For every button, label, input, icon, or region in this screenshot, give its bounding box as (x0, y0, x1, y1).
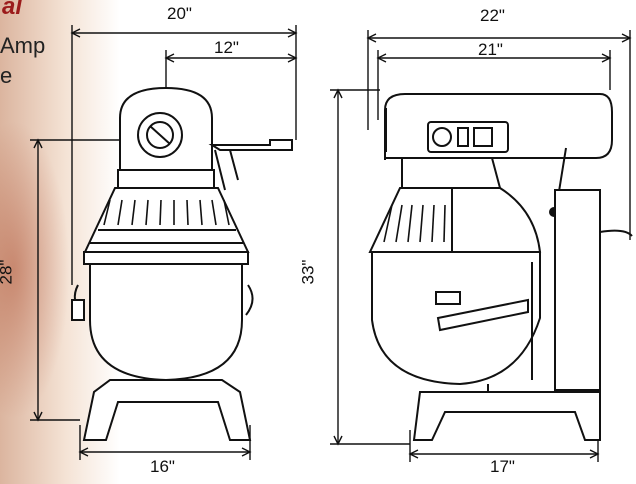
front-view-mixer (71, 86, 293, 441)
front-width-overall-label: 20" (167, 4, 192, 23)
background-flame-glow (0, 120, 70, 420)
front-base-width-label: 16" (150, 457, 175, 476)
front-width-to-center-label: 12" (214, 38, 239, 57)
header-fragment-2: Amp (0, 33, 46, 58)
side-view-mixer (368, 93, 633, 441)
side-depth-body-label: 21" (478, 40, 503, 59)
header-fragment-1: al (2, 0, 23, 20)
front-view-dimension-lines (30, 25, 298, 460)
front-view-vents (103, 199, 230, 226)
front-height-label: 28" (0, 259, 16, 285)
header-fragment-3: e (0, 63, 13, 88)
side-view-vents (383, 204, 446, 243)
side-height-label: 33" (298, 259, 318, 285)
side-base-depth-label: 17" (490, 457, 515, 476)
side-depth-overall-label: 22" (480, 6, 505, 25)
